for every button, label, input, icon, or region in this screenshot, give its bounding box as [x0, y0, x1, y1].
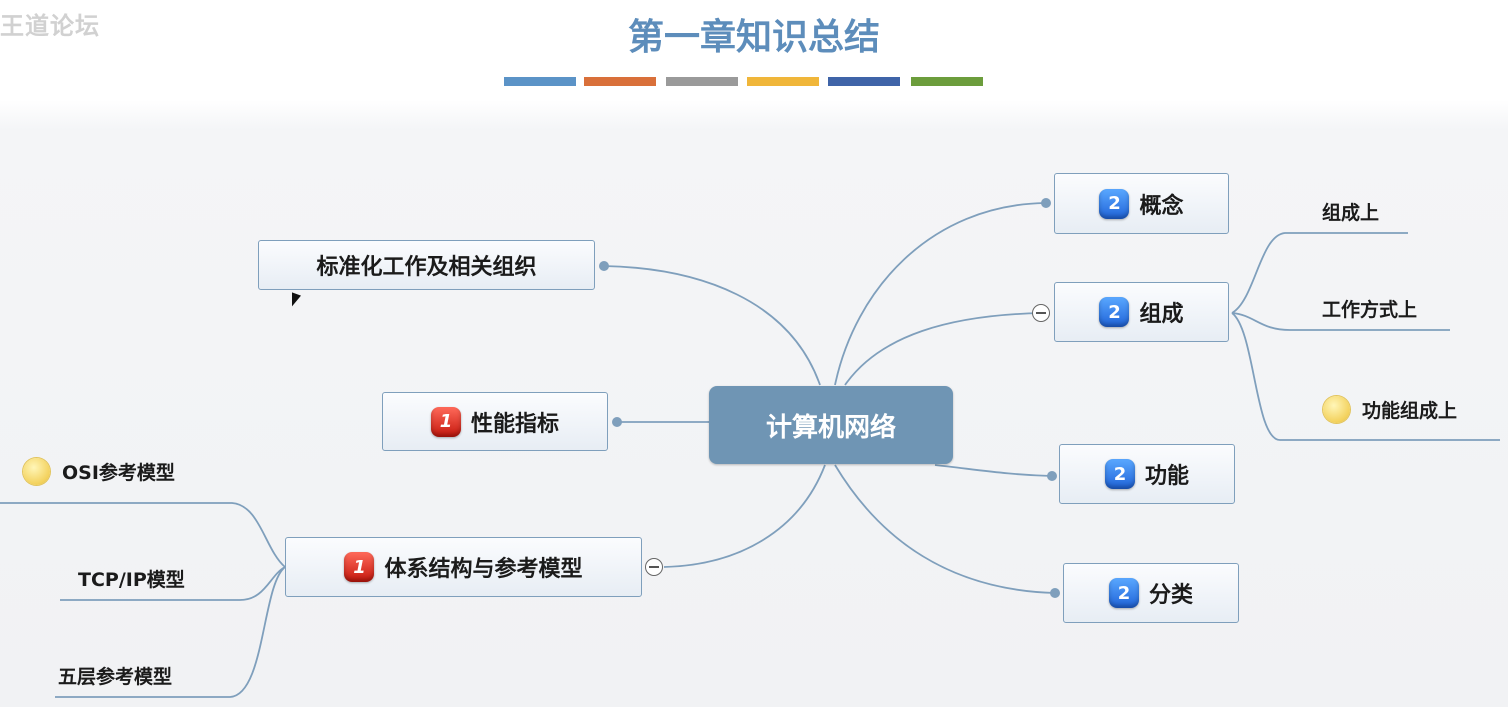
topic-performance-label: 性能指标 — [470, 411, 559, 437]
collapse-architecture-toggle[interactable] — [645, 558, 663, 576]
priority-2-icon: 2 — [1104, 459, 1135, 489]
topic-function-label: 功能 — [1144, 464, 1189, 489]
link-comp-3 — [1231, 312, 1500, 441]
subtopic-osi-model[interactable]: OSI参考模型 — [23, 458, 175, 485]
subtopic-composition-structure[interactable]: 组成上 — [1322, 202, 1380, 224]
topic-architecture[interactable]: 1 体系结构与参考模型 — [285, 537, 642, 597]
priority-2-icon: 2 — [1099, 188, 1130, 219]
watermark: 王道论坛 — [0, 12, 100, 40]
collapse-composition-toggle[interactable] — [1032, 304, 1050, 322]
color-bar-4 — [747, 77, 819, 86]
knob-classification — [1050, 588, 1060, 598]
priority-2-icon: 2 — [1099, 297, 1130, 327]
priority-1-icon: 1 — [430, 406, 461, 437]
priority-2-icon: 2 — [1108, 578, 1139, 608]
link-concept — [834, 202, 1046, 386]
link-arch-2 — [60, 566, 286, 601]
yellow-marker-icon — [1323, 396, 1350, 423]
central-topic[interactable]: 计算机网络 — [709, 386, 953, 464]
link-standardization — [603, 265, 821, 386]
topic-function[interactable]: 2 功能 — [1059, 444, 1235, 504]
priority-1-icon: 1 — [344, 552, 375, 582]
subtopic-tcpip-model[interactable]: TCP/IP模型 — [78, 569, 185, 591]
link-comp-1 — [1231, 232, 1408, 314]
topic-standardization-label: 标准化工作及相关组织 — [316, 255, 537, 280]
link-arch-1 — [0, 502, 286, 568]
knob-performance — [612, 417, 622, 427]
link-classification — [834, 464, 1056, 594]
topic-concept[interactable]: 2 概念 — [1054, 173, 1229, 234]
knob-standardization — [599, 261, 609, 271]
topic-classification[interactable]: 2 分类 — [1063, 563, 1239, 623]
topic-architecture-label: 体系结构与参考模型 — [384, 557, 583, 582]
topic-classification-label: 分类 — [1148, 583, 1193, 608]
yellow-marker-icon — [23, 458, 50, 485]
color-bar-6 — [911, 77, 983, 86]
color-bar-3 — [666, 77, 738, 86]
subtopic-five-layer-model[interactable]: 五层参考模型 — [58, 666, 173, 688]
topic-concept-label: 概念 — [1139, 193, 1184, 219]
topic-performance[interactable]: 1 性能指标 — [382, 392, 608, 451]
link-architecture — [663, 464, 826, 568]
knob-function — [1047, 471, 1057, 481]
mouse-cursor-icon — [292, 292, 301, 310]
link-arch-3 — [55, 566, 286, 698]
central-topic-label: 计算机网络 — [765, 412, 896, 443]
slide-title: 第一章知识总结 — [627, 17, 880, 58]
link-function — [934, 464, 1053, 477]
topic-standardization[interactable]: 标准化工作及相关组织 — [258, 240, 595, 290]
subtopic-composition-working-mode[interactable]: 工作方式上 — [1322, 299, 1418, 321]
color-bar-1 — [504, 77, 576, 86]
knob-concept — [1041, 198, 1051, 208]
color-bar-2 — [584, 77, 656, 86]
color-bar-5 — [828, 77, 900, 86]
topic-composition-label: 组成 — [1139, 302, 1184, 327]
link-composition — [844, 312, 1043, 386]
link-comp-2 — [1231, 312, 1450, 331]
topic-composition[interactable]: 2 组成 — [1054, 282, 1229, 342]
subtopic-composition-functional[interactable]: 功能组成上 — [1323, 396, 1457, 423]
